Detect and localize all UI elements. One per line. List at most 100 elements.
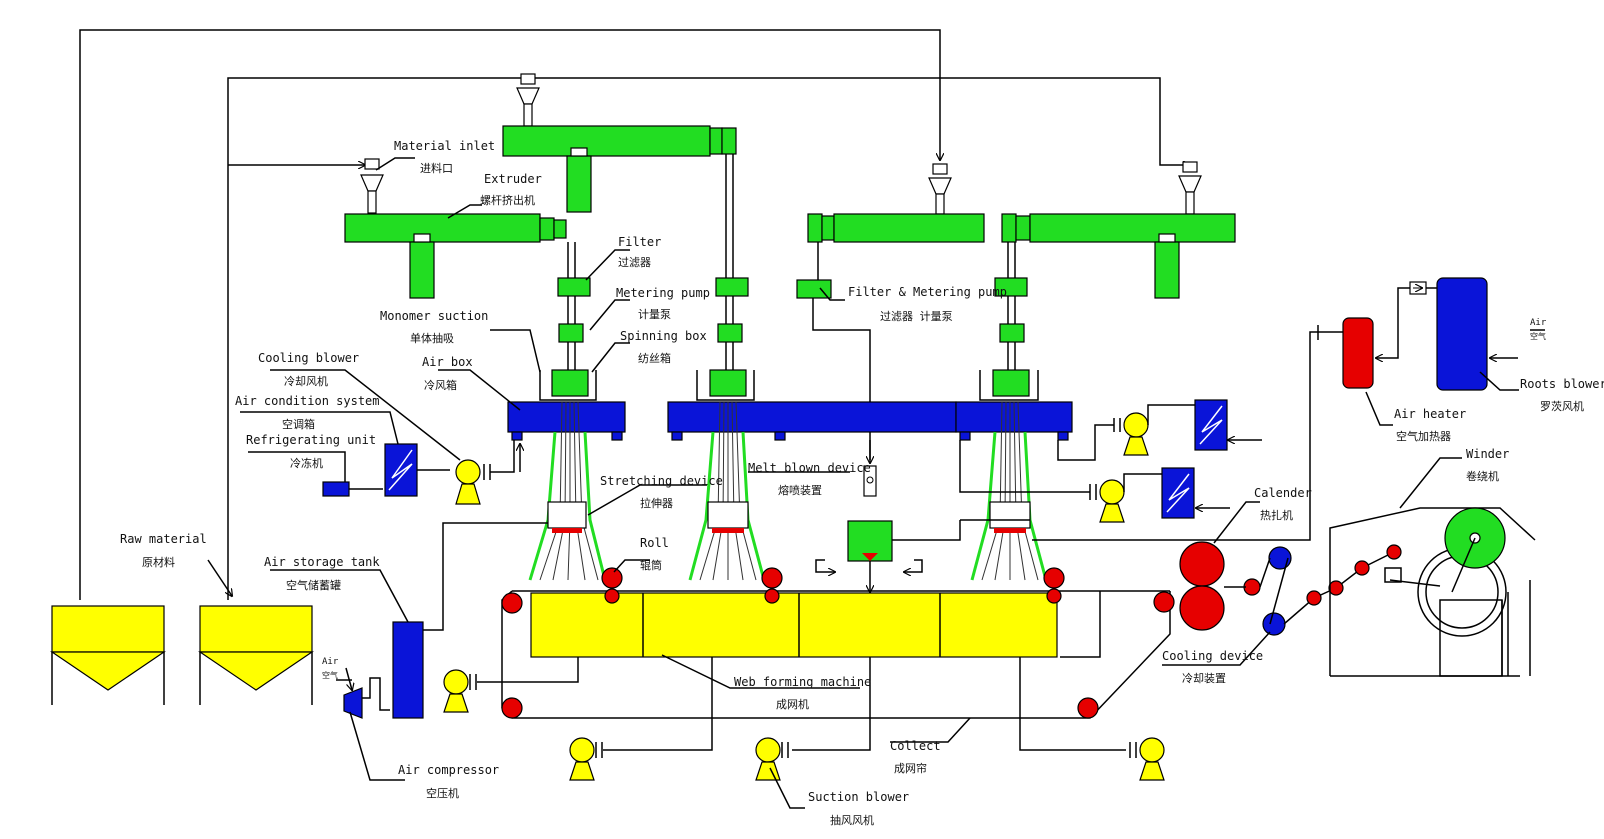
label-cn: 卷绕机 — [1466, 469, 1499, 483]
material-inlet-icon — [928, 163, 952, 215]
spin-line-2 — [696, 154, 755, 401]
air-condition-box — [384, 443, 450, 497]
label-cn: 过滤器 计量泵 — [880, 310, 953, 323]
label-en: Monomer suction — [380, 309, 488, 323]
label-spinning-box: Spinning box 纺丝箱 — [620, 329, 707, 365]
material-inlet-icon — [516, 73, 540, 127]
extruder-3 — [807, 213, 985, 243]
web-forming-machine — [530, 592, 1058, 658]
label-en: Raw material — [120, 532, 207, 546]
label-air-compressor: Air compressor 空压机 — [398, 763, 499, 800]
label-en: Melt blown device — [748, 461, 871, 475]
label-cn: 辊筒 — [640, 558, 662, 572]
label-cooling-device: Cooling device 冷却装置 — [1162, 649, 1263, 685]
label-en: Air — [322, 657, 339, 667]
cooling-device — [1224, 544, 1402, 636]
label-metering-pump: Metering pump 计量泵 — [616, 286, 710, 321]
label-en: Refrigerating unit — [246, 433, 376, 447]
label-en: Winder — [1466, 447, 1509, 461]
roots-blower — [1376, 277, 1518, 391]
label-en: Cooling blower — [258, 351, 359, 365]
label-cn: 罗茨风机 — [1540, 399, 1584, 413]
extruder-4 — [1001, 213, 1236, 299]
melt-blown-device — [815, 440, 961, 592]
label-cn: 空气储蓄罐 — [286, 578, 341, 592]
label-filter: Filter 过滤器 — [618, 235, 661, 269]
label-en: Roots blower — [1520, 377, 1604, 391]
label-cn: 空气 — [322, 670, 338, 680]
label-melt-blown-device: Melt blown device 熔喷装置 — [748, 461, 871, 497]
label-calender: Calender 热扎机 — [1254, 486, 1312, 522]
winder — [1329, 507, 1536, 677]
label-air-heater: Air heater 空气加热器 — [1394, 407, 1466, 443]
label-roll: Roll 辊筒 — [640, 536, 669, 572]
label-air-small-roots: Air 空气 — [1530, 318, 1547, 341]
raw-material-hopper-1 — [50, 605, 166, 705]
label-cn: 单体抽吸 — [410, 331, 454, 345]
label-en: Cooling device — [1162, 649, 1263, 663]
label-cn: 空压机 — [426, 786, 459, 800]
label-cn: 空气 — [1530, 331, 1546, 341]
label-winder: Winder 卷绕机 — [1466, 447, 1509, 483]
label-roots-blower: Roots blower 罗茨风机 — [1520, 377, 1604, 413]
label-web-forming-machine: Web forming machine 成网机 — [734, 675, 871, 711]
suction-blower-icon — [1129, 737, 1165, 781]
label-en: Suction blower — [808, 790, 909, 804]
suction-blower-icon — [443, 669, 477, 713]
label-en: Metering pump — [616, 286, 710, 300]
refrigerating-unit — [322, 481, 383, 497]
label-cn: 空气加热器 — [1396, 429, 1451, 443]
label-air-condition-system: Air condition system 空调箱 — [235, 394, 380, 431]
air-compressor-icon — [343, 667, 390, 719]
extruder-2 — [502, 125, 737, 213]
right-cooling-system-1 — [1057, 399, 1262, 461]
label-cn: 拉伸器 — [640, 496, 673, 510]
label-cooling-blower: Cooling blower 冷却风机 — [258, 351, 359, 388]
label-en: Air box — [422, 355, 473, 369]
air-box — [507, 401, 1073, 441]
collect-belt — [501, 567, 1175, 719]
leader-lines — [240, 157, 1545, 809]
spin-line-1 — [539, 242, 597, 401]
calender — [1179, 541, 1225, 631]
label-en: Filter & Metering pump — [848, 285, 1007, 299]
label-en: Calender — [1254, 486, 1312, 500]
label-cn: 抽风风机 — [830, 813, 874, 827]
label-en: Air — [1530, 318, 1547, 328]
label-raw-material: Raw material 原材料 — [120, 532, 207, 569]
cooling-blower-icon — [455, 440, 520, 505]
suction-lines — [477, 657, 1126, 751]
suction-blower-icon — [569, 737, 603, 781]
label-en: Web forming machine — [734, 675, 871, 689]
label-en: Air heater — [1394, 407, 1466, 421]
material-inlet-icon — [360, 158, 384, 214]
suction-blower-icon — [755, 737, 789, 781]
label-filter-metering-pump: Filter & Metering pump 过滤器 计量泵 — [848, 285, 1007, 323]
label-en: Air storage tank — [264, 555, 380, 569]
label-refrigerating-unit: Refrigerating unit 冷冻机 — [246, 433, 376, 470]
extruder-1 — [344, 213, 567, 299]
label-cn: 进料口 — [420, 161, 453, 175]
label-extruder: Extruder 螺杆挤出机 — [480, 172, 542, 207]
label-cn: 计量泵 — [638, 308, 671, 321]
label-en: Roll — [640, 536, 669, 550]
label-monomer-suction: Monomer suction 单体抽吸 — [380, 309, 488, 345]
air-storage-tank — [392, 522, 548, 719]
label-cn: 冷却装置 — [1182, 672, 1226, 685]
label-en: Stretching device — [600, 474, 723, 488]
raw-material-hopper-2 — [198, 605, 314, 705]
label-cn: 成网帘 — [894, 761, 927, 775]
filaments-2 — [688, 401, 766, 581]
spin-line-4 — [979, 242, 1039, 401]
right-cooling-system-2 — [959, 440, 1230, 523]
material-inlet-icon — [1178, 161, 1202, 215]
air-heater — [1032, 317, 1374, 541]
label-cn: 热扎机 — [1260, 508, 1293, 522]
label-air-box: Air box 冷风箱 — [422, 355, 473, 392]
label-cn: 过滤器 — [618, 256, 651, 269]
label-en: Collect — [890, 739, 941, 753]
label-en: Filter — [618, 235, 661, 249]
label-en: Material inlet — [394, 139, 495, 153]
label-material-inlet: Material inlet 进料口 — [394, 139, 495, 175]
